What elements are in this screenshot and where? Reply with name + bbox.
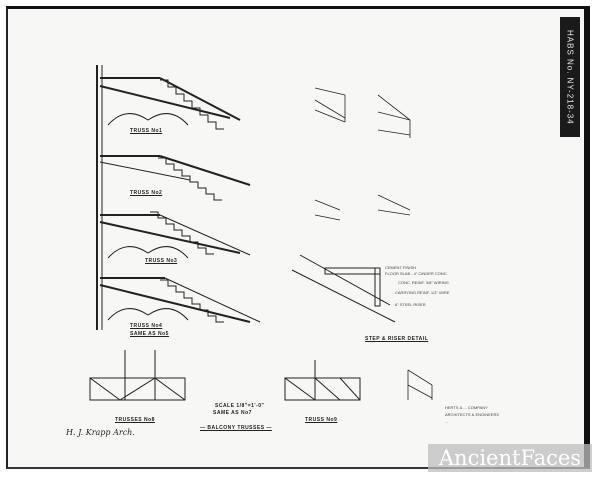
habs-stamp: HABS No. NY-218-34 — [560, 17, 580, 137]
label-truss-2: TRUSS No2 — [130, 190, 163, 196]
truss-2-drawing — [99, 155, 251, 201]
bottom-truss-mid — [284, 360, 361, 401]
label-scale-note-2: SAME AS No7 — [213, 410, 252, 416]
note-0: CEMENT FINISH — [385, 265, 417, 270]
note-2: CONC. REINF. 3/8" WIRING — [398, 280, 449, 285]
truss-3-drawing — [99, 211, 251, 259]
label-bottom-truss-left: TRUSSES No8 — [115, 417, 155, 423]
note-4: 6" STEEL RISER — [395, 302, 426, 307]
bottom-truss-left — [89, 350, 186, 401]
label-bottom-truss-mid: TRUSS No9 — [305, 417, 338, 423]
step-detail-drawing — [291, 254, 396, 323]
title-block-line-3: ... — [445, 419, 449, 424]
label-truss-1: TRUSS No1 — [130, 128, 163, 134]
label-step-riser-detail: STEP & RISER DETAIL — [365, 336, 429, 342]
truss-4-drawing — [99, 277, 261, 323]
truss-1-drawing — [99, 77, 241, 130]
note-3: CARRYING REINF. 1/2" WIRE — [395, 290, 450, 295]
bottom-truss-right — [407, 369, 433, 400]
label-truss-4-note: SAME AS No5 — [130, 331, 169, 337]
label-truss-4: TRUSS No4 — [130, 323, 163, 329]
architect-signature: H. J. Krapp Arch. — [66, 428, 135, 437]
note-1: FLOOR SLAB - 4" CINDER CONC. — [385, 271, 448, 276]
title-block-line-2: ARCHITECTS & ENGINEERS — [445, 412, 500, 417]
drawing-sheet: HABS No. NY-218-34 — [6, 6, 590, 469]
small-diagrams — [314, 87, 411, 221]
watermark: AncientFaces — [428, 444, 592, 472]
title-block-line-1: HERTS & ... COMPANY — [445, 405, 488, 410]
label-truss-3: TRUSS No3 — [145, 258, 178, 264]
label-scale-note: SCALE 1/8"=1'-0" — [215, 403, 265, 409]
label-balcony-trusses: — BALCONY TRUSSES — — [200, 425, 272, 431]
